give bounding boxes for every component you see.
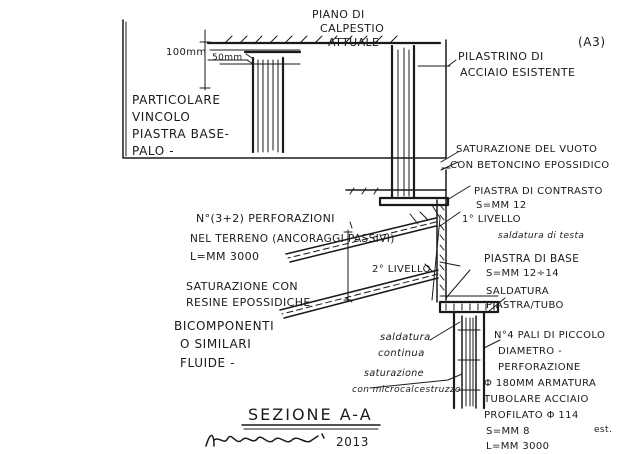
label-pali-4: Φ 180MM ARMATURA — [484, 378, 596, 389]
label-pali-8: L=MM 3000 — [486, 441, 549, 452]
section-title-underline — [241, 424, 381, 430]
existing-steel-column — [390, 44, 451, 200]
anchors-level-1 — [285, 211, 437, 263]
label-saldatura-testa: saldatura di testa — [498, 231, 584, 241]
leader-lines — [369, 59, 506, 389]
label-saldatura-piastra-1: SALDATURA — [486, 286, 549, 297]
contrast-plate — [378, 196, 450, 303]
label-piano-1: PIANO DI — [312, 8, 365, 21]
label-saldatura-continua-1: saldatura — [380, 332, 431, 343]
label-pali-2: DIAMETRO - — [498, 346, 562, 357]
label-saldatura-continua-2: continua — [378, 348, 425, 359]
label-saturazione-vuoto-2: CON BETONCINO EPOSSIDICO — [450, 160, 610, 171]
anchors-level-2 — [279, 263, 439, 319]
label-dim-100: 100mm — [166, 47, 207, 58]
anchor-dimension — [343, 221, 353, 303]
detail-pile-head — [243, 50, 302, 154]
dimension-100mm — [199, 29, 249, 91]
label-saturazione-resine-3: BICOMPONENTI — [174, 319, 274, 333]
label-piano-3: ATTUALE — [328, 36, 379, 49]
label-particolare-2: VINCOLO — [132, 110, 190, 124]
label-piano-2: CALPESTIO — [320, 22, 384, 35]
label-primo-livello: 1° LIVELLO — [462, 214, 521, 225]
base-plate — [438, 295, 500, 314]
label-particolare-3: PIASTRA BASE- — [132, 127, 230, 141]
label-perforazioni-1: N°(3+2) PERFORAZIONI — [196, 212, 335, 225]
label-piastra-contrasto-2: S=MM 12 — [476, 200, 527, 211]
label-pali-1: N°4 PALI DI PICCOLO — [494, 330, 605, 341]
label-piastra-base-1: PIASTRA DI BASE — [484, 253, 579, 265]
signature-year: 2013 — [336, 435, 369, 449]
label-saturazione-resine-4: O SIMILARI — [180, 337, 251, 351]
micropile — [452, 310, 486, 410]
label-piastra-base-2: S=MM 12÷14 — [486, 268, 559, 279]
drawing-texts: PIANO DI CALPESTIO ATTUALE 100mm 50mm PI… — [132, 8, 612, 452]
floor-level-hatch — [206, 35, 442, 65]
detail-frame — [122, 19, 447, 159]
label-perforazioni-3: L=MM 3000 — [190, 250, 259, 263]
label-saturazione-vuoto-1: SATURAZIONE DEL VUOTO — [456, 144, 597, 155]
label-pilastrino-1: PILASTRINO DI — [458, 50, 544, 63]
label-secondo-livello: 2° LIVELLO — [372, 264, 431, 275]
label-saturazione-micro-1: saturazione — [364, 368, 424, 379]
label-pali-3: PERFORAZIONE — [498, 362, 581, 373]
label-pilastrino-2: ACCIAIO ESISTENTE — [460, 66, 575, 79]
label-particolare-1: PARTICOLARE — [132, 93, 221, 107]
label-saldatura-piastra-2: PIASTRA/TUBO — [486, 300, 564, 311]
label-piastra-contrasto-1: PIASTRA DI CONTRASTO — [474, 186, 603, 197]
label-saturazione-resine-1: SATURAZIONE CON — [186, 280, 298, 293]
label-saturazione-resine-2: RESINE EPOSSIDICHE — [186, 296, 311, 309]
section-title: SEZIONE A-A — [248, 405, 373, 424]
signature-scribble — [205, 433, 325, 447]
label-particolare-4: PALO - — [132, 144, 174, 158]
label-pali-est: est. — [594, 425, 612, 435]
label-perforazioni-2: NEL TERRENO (ANCORAGGI PASSIVI) — [190, 233, 395, 245]
label-pali-6: PROFILATO Φ 114 — [484, 410, 579, 421]
label-pali-7: S=MM 8 — [486, 426, 530, 437]
label-saturazione-micro-2: con microcalcestruzzo — [352, 385, 461, 395]
label-saturazione-resine-5: FLUIDE - — [180, 356, 235, 370]
label-pali-5: TUBOLARE ACCIAIO — [483, 394, 589, 405]
label-dim-50: 50mm — [212, 53, 243, 63]
sheet-id: (A3) — [578, 35, 606, 49]
